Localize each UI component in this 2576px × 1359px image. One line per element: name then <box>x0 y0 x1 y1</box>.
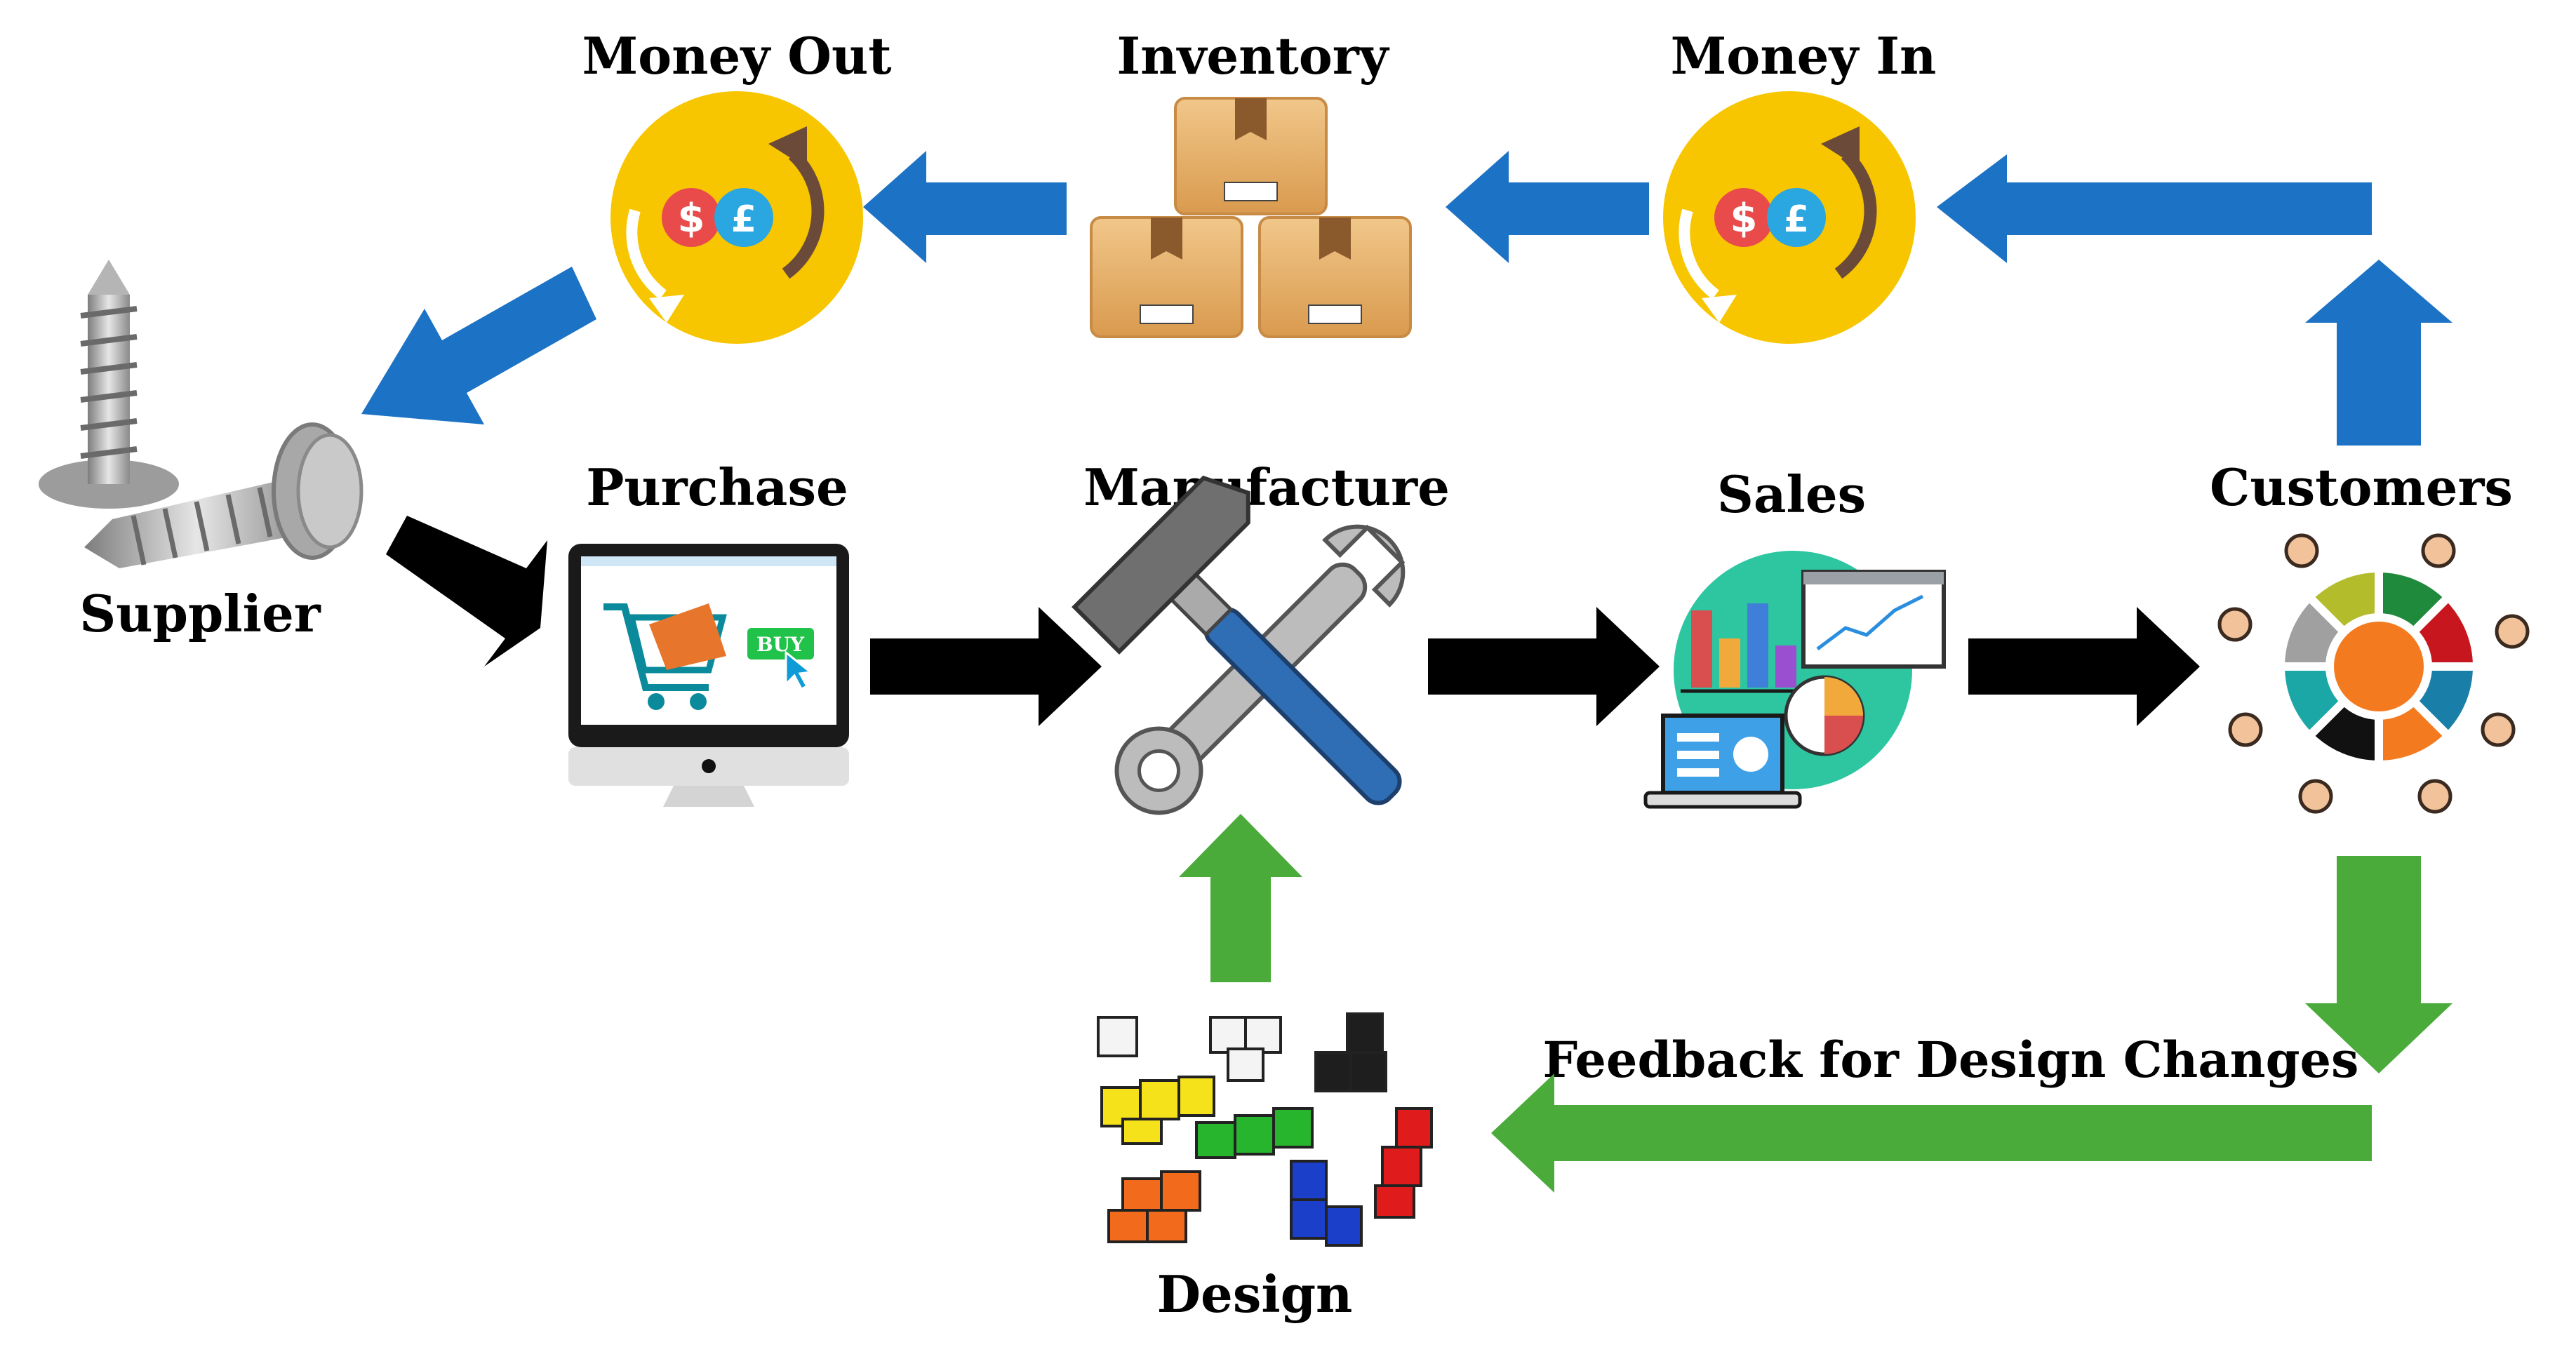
wrench-hammer-icon <box>1072 475 1406 815</box>
coin-exchange-icon: $ £ <box>610 91 863 344</box>
supplier-label: Supplier <box>79 584 321 643</box>
analytics-dashboard-icon <box>1643 551 1946 809</box>
money-out-label: Money Out <box>582 26 891 86</box>
svg-text:£: £ <box>731 199 756 241</box>
shopping-cart-monitor-icon: BUY <box>568 544 849 807</box>
sales-label: Sales <box>1717 464 1866 524</box>
blue-arrow-to-money-out <box>863 151 1067 263</box>
black-arrow-purchase-to-manufacture <box>870 607 1102 726</box>
blue-arrow-to-inventory <box>1446 151 1649 263</box>
buy-button-label: BUY <box>756 633 805 656</box>
inventory-label: Inventory <box>1116 26 1389 86</box>
black-arrow-sales-to-customers <box>1968 607 2200 726</box>
green-arrow-customers-down <box>2305 856 2452 1073</box>
green-arrow-feedback-left <box>1491 1073 2372 1193</box>
coin-exchange-icon: $ £ <box>1663 91 1916 344</box>
building-blocks-icon <box>1097 1012 1433 1247</box>
design-label: Design <box>1157 1264 1353 1324</box>
people-circle-icon <box>2217 533 2530 814</box>
svg-text:£: £ <box>1784 199 1809 241</box>
screws-icon <box>39 260 363 568</box>
customers-label: Customers <box>2210 457 2513 517</box>
black-arrow-manufacture-to-sales <box>1428 607 1660 726</box>
blue-arrow-to-money-in <box>1937 154 2372 263</box>
purchase-label: Purchase <box>586 457 848 517</box>
svg-text:$: $ <box>678 196 705 241</box>
blue-arrow-to-supplier <box>361 267 596 424</box>
black-arrow-supplier-to-purchase <box>386 516 547 667</box>
money-in-label: Money In <box>1671 26 1937 86</box>
green-arrow-design-up <box>1179 814 1302 982</box>
manufacture-label: Manufacture <box>1083 457 1450 517</box>
blue-arrow-customers-up <box>2305 260 2452 446</box>
svg-text:$: $ <box>1730 196 1758 241</box>
stacked-boxes-icon <box>1090 97 1412 338</box>
feedback-label: Feedback for Design Changes <box>1543 1031 2359 1089</box>
